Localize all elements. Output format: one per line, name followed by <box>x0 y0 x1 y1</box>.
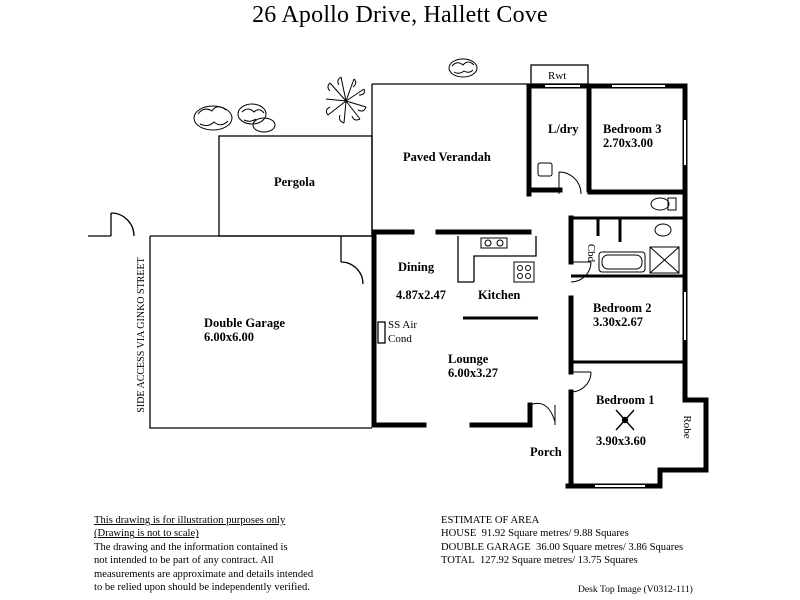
estimate-label: HOUSE <box>441 528 477 540</box>
palm-icon <box>325 76 367 124</box>
label-lounge: Lounge <box>448 352 489 366</box>
disclaimer-line: measurements are approximate and details… <box>94 568 314 580</box>
thin-walls <box>88 64 589 429</box>
estimate-value: 36.00 Square metres/ 3.86 Squares <box>536 541 684 553</box>
label-bedroom1: Bedroom 1 <box>596 393 654 407</box>
label-pergola: Pergola <box>274 175 316 189</box>
disclaimer-line: The drawing and the information containe… <box>94 541 288 553</box>
estimate-label: DOUBLE GARAGE <box>441 541 531 553</box>
label-bedroom3-size: 2.70x3.00 <box>603 136 653 150</box>
shrub-icon <box>193 103 276 133</box>
label-dining-size: 4.87x2.47 <box>396 288 446 302</box>
footer-note: Desk Top Image (V0312-111) <box>578 584 693 595</box>
disclaimer-line: not intended to be part of any contract.… <box>94 555 274 567</box>
label-bedroom3: Bedroom 3 <box>603 122 661 136</box>
label-verandah: Paved Verandah <box>403 150 491 164</box>
fixtures <box>480 162 680 283</box>
label-lounge-size: 6.00x3.27 <box>448 366 498 380</box>
label-side-access: SIDE ACCESS VIA GINKO STREET <box>136 257 147 412</box>
estimate-heading: ESTIMATE OF AREA <box>441 515 540 526</box>
label-garage-size: 6.00x6.00 <box>204 330 254 344</box>
label-rwt: Rwt <box>548 70 566 82</box>
label-dining: Dining <box>398 260 435 274</box>
label-cupboard: Cbd <box>585 244 597 263</box>
estimate-row: DOUBLE GARAGE 36.00 Square metres/ 3.86 … <box>441 541 741 554</box>
page-title: 26 Apollo Drive, Hallett Cove <box>252 2 548 28</box>
label-robe: Robe <box>681 415 693 438</box>
label-laundry: L/dry <box>548 122 579 136</box>
label-bedroom2: Bedroom 2 <box>593 301 651 315</box>
area-estimate: ESTIMATE OF AREA HOUSE 91.92 Square metr… <box>441 514 741 568</box>
shrub-icon <box>448 58 478 78</box>
disclaimer-line: This drawing is for illustration purpose… <box>94 515 286 526</box>
thick-walls <box>371 83 709 489</box>
windows <box>407 85 686 487</box>
label-bedroom2-size: 3.30x2.67 <box>593 315 643 329</box>
label-porch: Porch <box>530 445 562 459</box>
label-garage: Double Garage <box>204 316 285 330</box>
label-kitchen: Kitchen <box>478 288 520 302</box>
disclaimer: This drawing is for illustration purpose… <box>94 514 374 594</box>
estimate-value: 91.92 Square metres/ 9.88 Squares <box>481 528 629 540</box>
disclaimer-line: to be relied upon should be independentl… <box>94 582 310 594</box>
disclaimer-line: (Drawing is not to scale) <box>94 528 199 540</box>
estimate-row: TOTAL 127.92 Square metres/ 13.75 Square… <box>441 554 741 567</box>
doors <box>529 171 592 425</box>
label-aircond-2: Cond <box>388 333 412 345</box>
label-aircond-1: SS Air <box>388 319 417 331</box>
estimate-row: HOUSE 91.92 Square metres/ 9.88 Squares <box>441 527 741 540</box>
label-bedroom1-size: 3.90x3.60 <box>596 434 646 448</box>
estimate-value: 127.92 Square metres/ 13.75 Squares <box>479 555 638 567</box>
estimate-label: TOTAL <box>441 555 475 567</box>
ceiling-fan-icon <box>615 409 635 431</box>
interior-walls <box>463 216 685 364</box>
